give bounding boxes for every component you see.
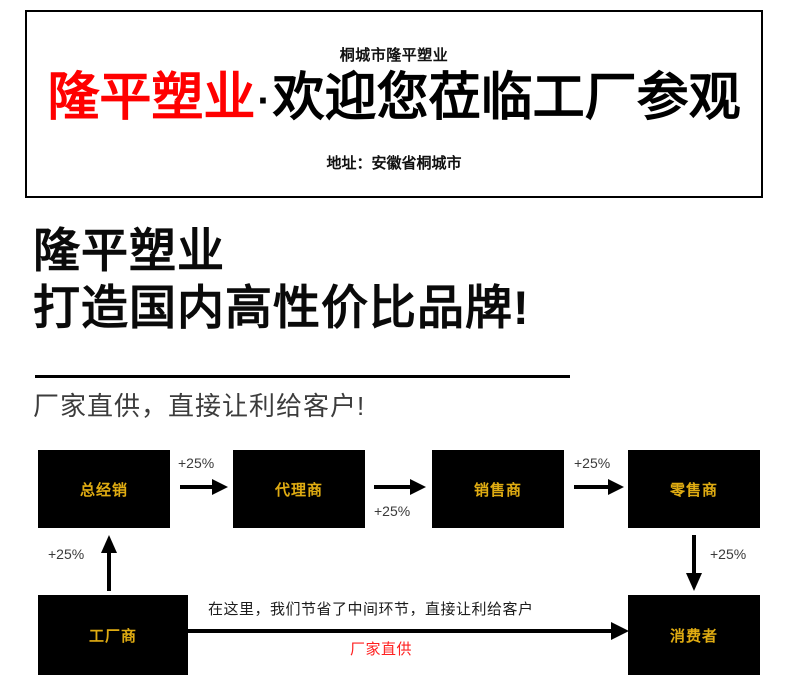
flow-box-general-distributor: 总经销 (38, 450, 170, 528)
markup-label-distributor-to-agent: +25% (178, 455, 215, 471)
arrow-sales-to-retail-icon (574, 479, 624, 495)
flow-box-label: 总经销 (79, 481, 128, 499)
markup-label-factory-to-distributor: +25% (48, 546, 85, 562)
header-main-title: 隆平塑业·欢迎您莅临工厂参观 (27, 69, 761, 127)
header-company-name: 桐城市隆平塑业 (339, 47, 449, 64)
header-title-separator: · (257, 79, 271, 124)
direct-supply-label: 厂家直供 (350, 641, 413, 658)
flow-box-label: 消费者 (669, 627, 718, 645)
flow-box-retailer: 零售商 (628, 450, 760, 528)
flow-box-sales-dealer: 销售商 (432, 450, 564, 528)
flow-box-label: 销售商 (473, 481, 522, 499)
header-banner: 桐城市隆平塑业 隆平塑业·欢迎您莅临工厂参观 地址：安徽省桐城市 (25, 10, 763, 198)
markup-label-sales-to-retail: +25% (574, 455, 611, 471)
markup-label-agent-to-sales: +25% (374, 503, 411, 519)
headline-slogan-line: 打造国内高性价比品牌! (33, 281, 530, 335)
arrow-factory-to-consumer-direct-icon (187, 622, 629, 640)
arrow-factory-to-distributor-icon (101, 535, 117, 591)
headline-subtitle: 厂家直供，直接让利给客户! (33, 391, 366, 421)
header-title-welcome: 欢迎您莅临工厂参观 (272, 69, 741, 127)
flow-box-label: 代理商 (274, 481, 323, 499)
flow-box-label: 零售商 (669, 481, 718, 499)
flow-box-consumer: 消费者 (628, 595, 760, 675)
arrow-distributor-to-agent-icon (180, 479, 228, 495)
headline-block: 隆平塑业 打造国内高性价比品牌! (33, 222, 753, 337)
markup-label-retail-to-consumer: +25% (710, 546, 747, 562)
flow-box-label: 工厂商 (88, 627, 137, 645)
headline-divider (35, 375, 570, 378)
header-title-brand: 隆平塑业 (47, 69, 256, 127)
arrow-retail-to-consumer-icon (686, 535, 702, 591)
header-address: 地址：安徽省桐城市 (326, 155, 462, 172)
flow-box-factory: 工厂商 (38, 595, 188, 675)
flow-box-agent: 代理商 (233, 450, 365, 528)
headline-brand-line: 隆平塑业 (33, 224, 225, 277)
arrow-agent-to-sales-icon (374, 479, 426, 495)
direct-supply-note: 在这里，我们节省了中间环节，直接让利给客户 (208, 601, 534, 618)
